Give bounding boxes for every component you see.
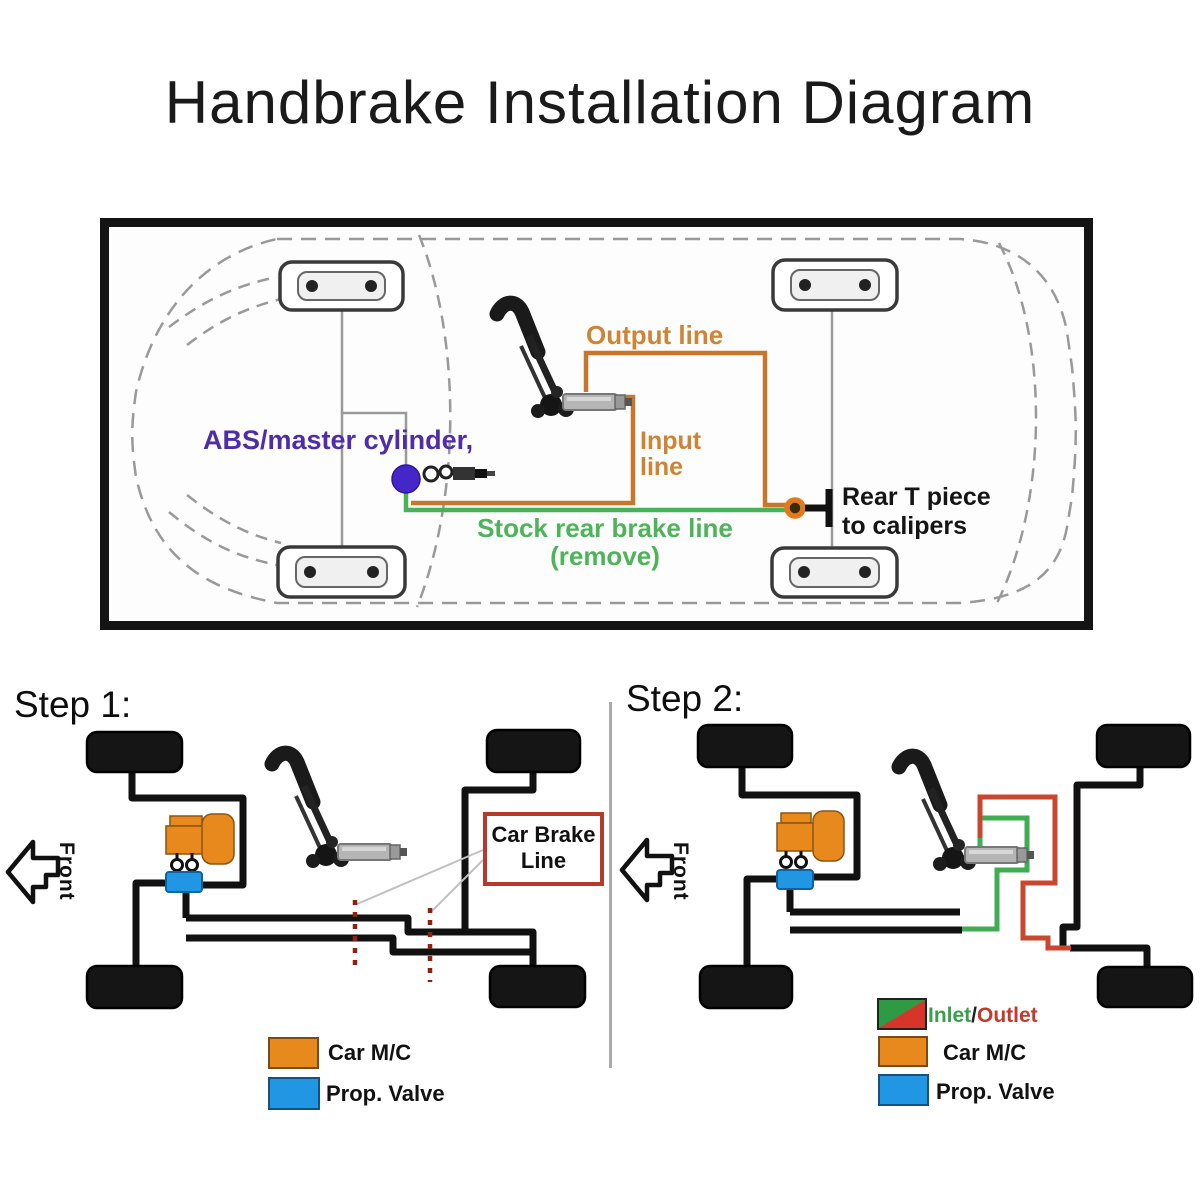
- top-diagram-frame: [100, 218, 1093, 630]
- windshield-line: [415, 234, 452, 608]
- wheel-rear-left: [485, 728, 582, 774]
- rear-t-piece-label: Rear T piece to calipers: [842, 483, 991, 540]
- legend-label-inlet-outlet: Inlet/Outlet: [928, 1004, 1038, 1028]
- front-arrow-icon: [5, 839, 61, 905]
- legend-swatch-prop-valve: [878, 1074, 929, 1106]
- output-line-label: Output line: [586, 320, 724, 350]
- wheel-rear-left: [1095, 723, 1192, 769]
- step2-wheels: [696, 723, 1194, 1010]
- outlet-line: [977, 794, 1071, 951]
- step1-front-label: Front: [55, 842, 78, 901]
- pointer-lines: [356, 849, 484, 913]
- brake-fitting-icon: [422, 464, 495, 483]
- step2-title: Step 2:: [626, 678, 744, 719]
- car-master-cylinder: [776, 810, 845, 869]
- input-line-label: Input line: [640, 427, 702, 481]
- prop-valve: [165, 871, 203, 893]
- wheel-front-left: [85, 730, 184, 774]
- inlet-line: [962, 815, 1030, 932]
- step1-wheels: [85, 728, 587, 1010]
- legend-label-car-mc: Car M/C: [943, 1040, 1027, 1065]
- wheel-front-left: [696, 723, 794, 769]
- handbrake-step1: [272, 753, 407, 868]
- wheel-rear-right: [770, 546, 899, 599]
- outlet-text: Outlet: [977, 1004, 1038, 1027]
- step-divider: [609, 702, 612, 1068]
- step1-diagram: [0, 660, 612, 1120]
- legend-swatch-car-mc: [268, 1037, 319, 1069]
- car-brake-line-box: Car Brake Line: [483, 812, 604, 886]
- top-diagram-art: [131, 234, 1077, 608]
- prop-valve: [776, 869, 814, 890]
- page-title: Handbrake Installation Diagram: [164, 69, 1036, 136]
- step2-brake-lines: [738, 767, 1151, 967]
- handbrake-step2: [899, 756, 1034, 871]
- abs-master-cylinder-label: ABS/master cylinder,: [203, 425, 474, 455]
- abs-branch-line: [342, 411, 408, 467]
- abs-master-cylinder-dot: [391, 464, 421, 494]
- step2-front-label: Front: [669, 842, 692, 901]
- wheel-rear-right: [488, 964, 587, 1009]
- rear-t-connector-ring: [784, 497, 806, 519]
- legend-label-prop-valve: Prop. Valve: [936, 1079, 1055, 1104]
- front-arrow-icon: [619, 837, 675, 903]
- wheel-front-left: [278, 260, 405, 312]
- car-master-cylinder: [165, 813, 235, 872]
- legend-swatch-prop-valve: [268, 1077, 320, 1110]
- legend-swatch-car-mc: [878, 1036, 928, 1067]
- stock-rear-brake-line-label: Stock rear brake line (remove): [477, 513, 733, 571]
- step2-diagram: [612, 660, 1200, 1120]
- wheel-front-right: [276, 545, 407, 599]
- legend-label-car-mc: Car M/C: [328, 1040, 412, 1065]
- step1-title: Step 1:: [14, 684, 132, 725]
- wheel-front-right: [85, 964, 184, 1010]
- slash-text: /: [971, 1004, 978, 1027]
- wheel-rear-left: [771, 258, 899, 312]
- wheel-rear-right: [1096, 965, 1194, 1009]
- cut-marks: [352, 900, 433, 982]
- wheel-front-right: [698, 964, 794, 1010]
- step1-brake-lines: [128, 772, 537, 966]
- rear-t-piece: [805, 489, 833, 527]
- inlet-text: Inlet: [928, 1004, 972, 1027]
- hood-crease-top: [168, 275, 282, 346]
- output-line: [583, 350, 787, 508]
- car-outline: [131, 237, 1077, 605]
- legend-label-prop-valve: Prop. Valve: [326, 1081, 445, 1106]
- stock-rear-brake-line: [403, 488, 793, 513]
- hood-crease-bottom: [168, 494, 282, 567]
- legend-swatch-inlet-outlet: [877, 998, 927, 1030]
- rear-window-line: [993, 242, 1038, 608]
